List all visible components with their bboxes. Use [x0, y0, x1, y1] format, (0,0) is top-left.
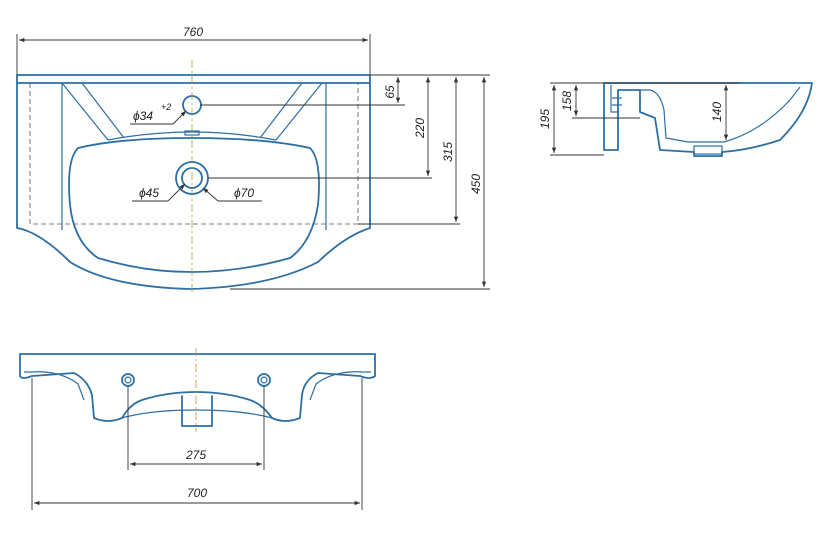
side-view-bowl [640, 86, 801, 143]
fixing-hole-left [121, 373, 135, 387]
dim-220: 220 [413, 118, 427, 139]
front-view-lip [24, 371, 85, 401]
dim-tap-hole: ϕ34 [133, 109, 153, 123]
dim-drain-inner: ϕ45 [139, 186, 159, 200]
dim-195: 195 [538, 109, 552, 129]
front-view-body [19, 353, 376, 422]
dim-315: 315 [441, 142, 455, 162]
side-view: 195 158 140 [538, 82, 813, 157]
front-view-bowl-bottom [121, 409, 273, 419]
top-view-rib [61, 82, 109, 141]
front-view-lip [309, 371, 371, 401]
dim-760: 760 [183, 25, 203, 39]
side-view-detail [612, 97, 622, 106]
side-view-drain [693, 145, 723, 155]
top-view-rib [259, 82, 303, 139]
dim-700: 700 [187, 486, 207, 500]
dim-450: 450 [469, 174, 483, 194]
top-view-rib [81, 82, 125, 139]
front-view: 275 700 [19, 348, 376, 510]
top-view-bowl [68, 137, 320, 273]
top-view-rib [275, 82, 323, 141]
cabinet-outline [29, 83, 359, 225]
dim-275: 275 [185, 448, 206, 462]
top-view-rim [16, 74, 371, 84]
dim-158: 158 [560, 91, 574, 111]
dim-140: 140 [710, 102, 724, 122]
fixing-hole-right [257, 373, 271, 387]
top-view: 760 65 220 315 450 ϕ34 +2 ϕ45 ϕ70 [16, 25, 490, 292]
dim-drain-outer: ϕ70 [234, 186, 254, 200]
dim-65: 65 [383, 85, 397, 99]
side-view-wall [610, 85, 618, 113]
front-view-drain [181, 395, 213, 427]
top-view-body [16, 82, 371, 290]
dim-tap-tolerance: +2 [161, 102, 171, 112]
side-view-body [603, 82, 813, 157]
